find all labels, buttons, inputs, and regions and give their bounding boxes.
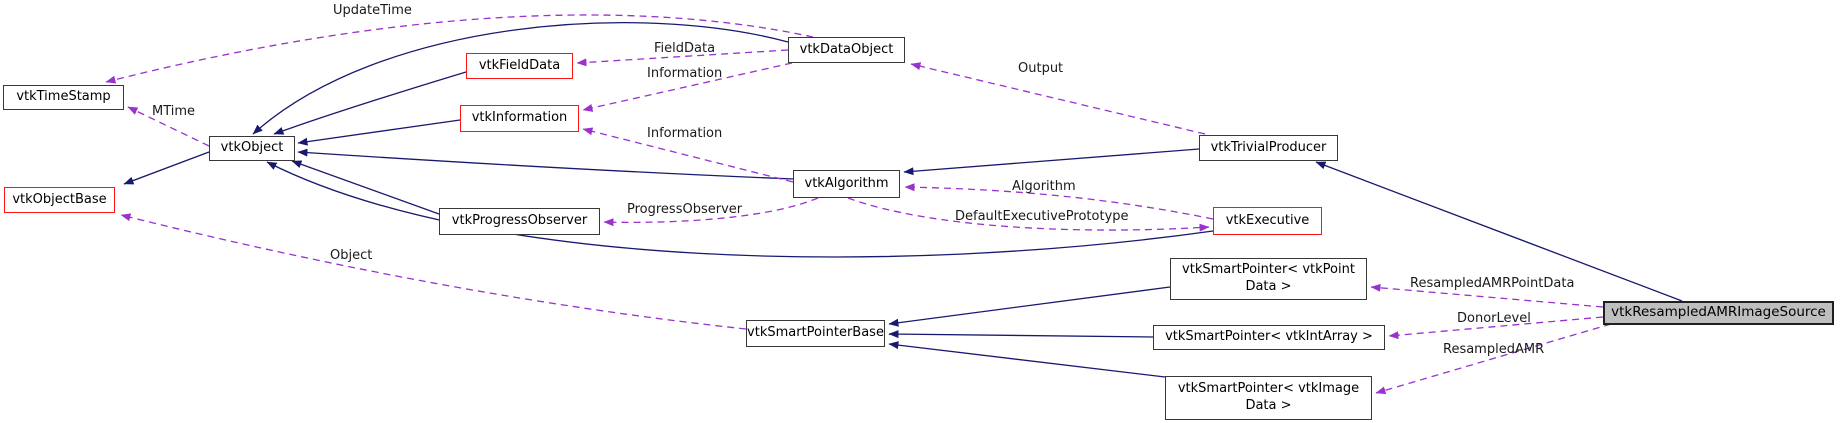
edge-progressobserver	[603, 197, 819, 227]
node-vtkobjectbase[interactable]: vtkObjectBase	[4, 187, 115, 213]
edge-output	[910, 62, 1206, 135]
edge-label-progressobserver: ProgressObserver	[627, 202, 743, 217]
edge-vtkfielddata-to-vtkobject	[273, 71, 467, 135]
node-label: vtkProgressObserver	[451, 213, 588, 229]
node-label: vtkDataObject	[799, 41, 894, 57]
edge-mtime	[127, 106, 210, 147]
edge-label-fielddata: FieldData	[654, 41, 716, 56]
node-vtkobject[interactable]: vtkObject	[209, 136, 295, 161]
node-vtkalgorithm[interactable]: vtkAlgorithm	[793, 170, 900, 198]
node-vtkfielddata[interactable]: vtkFieldData	[466, 53, 573, 79]
node-label: vtkInformation	[471, 110, 568, 126]
edge-resampledamr	[1375, 323, 1612, 395]
node-label: vtkSmartPointer< vtkIntArray >	[1165, 329, 1373, 345]
node-label: vtkObject	[220, 140, 284, 156]
node-vtkexecutive[interactable]: vtkExecutive	[1213, 207, 1322, 235]
edge-label-updatetime: UpdateTime	[333, 3, 412, 18]
node-label-line2: Data >	[1245, 279, 1292, 294]
edge-vtkobject-to-vtkobjectbase	[123, 151, 210, 185]
node-vtksmartpointer-vtkpointdata[interactable]: vtkSmartPointer< vtkPoint Data >	[1170, 258, 1367, 300]
edge-spintarray-to-spbase	[888, 330, 1154, 339]
edge-label-information-dataobject: Information	[647, 66, 723, 81]
edge-object	[120, 213, 747, 330]
node-label: vtkResampledAMRImageSource	[1611, 304, 1826, 321]
inheritance-edges	[123, 22, 1683, 378]
edge-defaultexecutiveprototype	[847, 197, 1210, 232]
edge-sppointdata-to-spbase	[888, 286, 1171, 327]
edge-label-mtime: MTime	[152, 104, 196, 119]
edge-vtkprogressobserver-to-vtkobject	[291, 160, 440, 215]
edge-label-object: Object	[330, 248, 373, 263]
node-label: vtkTrivialProducer	[1210, 139, 1327, 155]
node-label-line1: vtkSmartPointer< vtkImage	[1177, 381, 1360, 397]
node-vtkinformation[interactable]: vtkInformation	[460, 105, 579, 132]
node-vtkresampledamrimagesource: vtkResampledAMRImageSource	[1603, 301, 1834, 325]
edge-label-defaultexecutiveprototype: DefaultExecutivePrototype	[955, 209, 1129, 224]
edge-vtkexecutive-to-vtkobject	[266, 161, 1214, 258]
node-label: vtkTimeStamp	[16, 89, 111, 105]
edge-label-resampledamrpointdata: ResampledAMRPointData	[1410, 276, 1575, 291]
edge-label-donorlevel: DonorLevel	[1457, 311, 1531, 326]
edge-vtkdataobject-to-vtkobject	[252, 22, 789, 135]
node-vtksmartpointer-vtkintarray[interactable]: vtkSmartPointer< vtkIntArray >	[1153, 325, 1385, 350]
node-vtktimestamp[interactable]: vtkTimeStamp	[3, 85, 124, 110]
node-vtksmartpointer-vtkimagedata[interactable]: vtkSmartPointer< vtkImage Data >	[1165, 376, 1372, 420]
edge-label-information-algorithm: Information	[647, 126, 723, 141]
edge-main-to-vtktrivialproducer	[1315, 161, 1683, 302]
node-vtktrivialproducer[interactable]: vtkTrivialProducer	[1199, 135, 1338, 161]
usage-edges	[105, 14, 1612, 395]
edge-label-algorithm: Algorithm	[1012, 179, 1076, 194]
node-label: vtkObjectBase	[12, 191, 107, 207]
node-vtksmartpointerbase[interactable]: vtkSmartPointerBase	[746, 320, 885, 347]
node-label: vtkFieldData	[478, 57, 561, 73]
edge-label-resampledamr: ResampledAMR	[1443, 342, 1545, 357]
node-label-line2: Data >	[1245, 398, 1292, 413]
edge-resampledamrpointdata	[1370, 283, 1604, 308]
node-vtkprogressobserver[interactable]: vtkProgressObserver	[439, 208, 600, 235]
node-vtkdataobject[interactable]: vtkDataObject	[788, 37, 905, 63]
edge-vtkinformation-to-vtkobject	[297, 119, 461, 146]
edge-information-from-algorithm	[582, 127, 794, 183]
edge-vtkalgorithm-to-vtkobject	[297, 148, 794, 180]
node-label-line1: vtkSmartPointer< vtkPoint	[1182, 262, 1355, 278]
edge-spimagedata-to-spbase	[888, 341, 1166, 378]
node-label: vtkExecutive	[1225, 212, 1310, 228]
node-label: vtkAlgorithm	[804, 175, 889, 191]
edge-algorithm	[904, 183, 1214, 220]
edge-updatetime	[105, 14, 814, 84]
edge-label-output: Output	[1018, 61, 1064, 76]
node-label: vtkSmartPointerBase	[747, 325, 884, 341]
edge-vtktrivialproducer-to-vtkalgorithm	[903, 148, 1200, 176]
